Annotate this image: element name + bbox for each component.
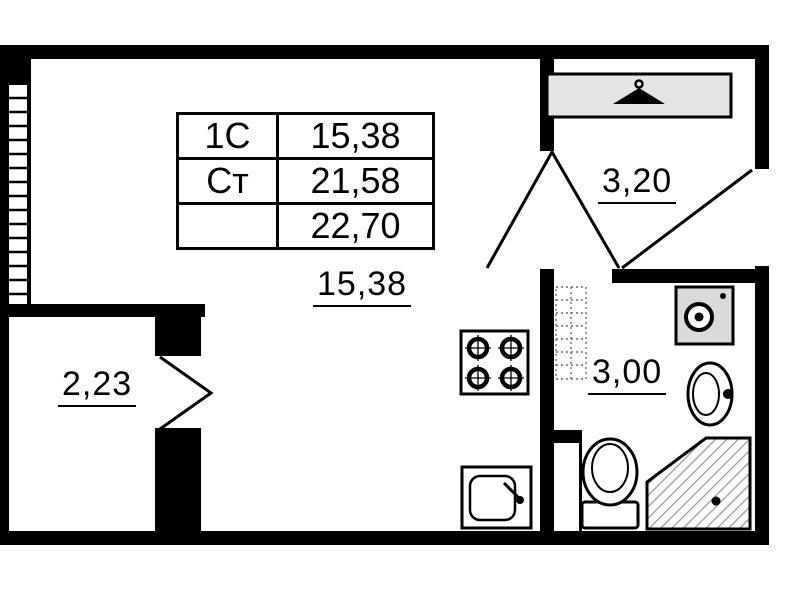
room-area-label-balcony: 2,23 <box>58 365 137 408</box>
room-area-label-main: 15,38 <box>313 265 412 308</box>
wardrobe <box>545 72 733 119</box>
balcony-door-swing <box>159 355 214 431</box>
wall-top <box>0 45 769 59</box>
wall-balcony-left <box>0 304 9 545</box>
washer-knob <box>720 293 726 299</box>
wall-balcony-divider-upper <box>155 304 201 356</box>
room-area-label-hall: 3,20 <box>598 162 677 205</box>
sink-faucet-base <box>516 496 524 504</box>
basin-faucet <box>723 389 733 399</box>
table-row-2: Ст 21,58 <box>176 157 435 205</box>
washbasin-icon <box>686 361 734 427</box>
living-area-cell: 15,38 <box>276 112 435 160</box>
wall-hall-divider-lower <box>540 269 554 531</box>
sink-basin <box>468 474 517 522</box>
room-area-label-bathroom: 3,00 <box>588 353 667 396</box>
washing-machine-icon <box>674 285 735 346</box>
door-swing-icon <box>159 148 753 431</box>
kitchen-sink-icon <box>460 465 533 530</box>
wall-balcony-divider-lower <box>155 428 201 531</box>
stove-burner-crosses <box>465 335 524 391</box>
apartment-type-cell: 1С <box>176 112 279 160</box>
washer-drum-center <box>694 312 704 322</box>
wall-right-lower <box>755 266 769 545</box>
hanger-body <box>613 88 665 104</box>
partition-line <box>579 443 582 531</box>
hanger-hook <box>634 79 644 89</box>
shower-drain <box>711 496 721 506</box>
wall-left-edge <box>0 45 9 317</box>
basin-bowl <box>692 372 720 416</box>
toilet-bowl-inner <box>591 443 629 493</box>
toilet-icon <box>580 437 640 530</box>
hanger-icon <box>613 79 665 104</box>
shower-icon <box>645 436 752 531</box>
table-row-1: 1С 15,38 <box>176 112 435 160</box>
wall-bottom <box>0 531 769 545</box>
wall-stub-bath <box>554 430 582 443</box>
wall-balcony-top <box>0 304 205 317</box>
total-area-with-balcony-cell: 22,70 <box>276 202 435 250</box>
wall-left-solid-block <box>0 59 30 85</box>
wall-left-inner-edge <box>27 59 31 304</box>
sink-faucet-spout <box>502 481 520 499</box>
table-row-3: 22,70 <box>176 202 435 250</box>
room-hall-door-swing <box>485 148 621 269</box>
shower-tray <box>645 436 752 531</box>
toilet-bowl <box>581 437 639 507</box>
area-info-table: 1С 15,38 Ст 21,58 22,70 <box>176 112 435 250</box>
wall-hatch-lines <box>9 96 27 296</box>
walls <box>0 45 769 545</box>
empty-cell <box>176 202 279 250</box>
total-area-cell: 21,58 <box>276 157 435 205</box>
vent-shaft-icon <box>555 286 587 380</box>
wall-right-upper <box>755 45 769 169</box>
wall-bath-hall <box>612 269 755 283</box>
entrance-door-swing <box>621 168 753 270</box>
apartment-kind-cell: Ст <box>176 157 279 205</box>
vent-shaft-grid-h <box>556 299 586 366</box>
stove-icon <box>459 329 530 396</box>
